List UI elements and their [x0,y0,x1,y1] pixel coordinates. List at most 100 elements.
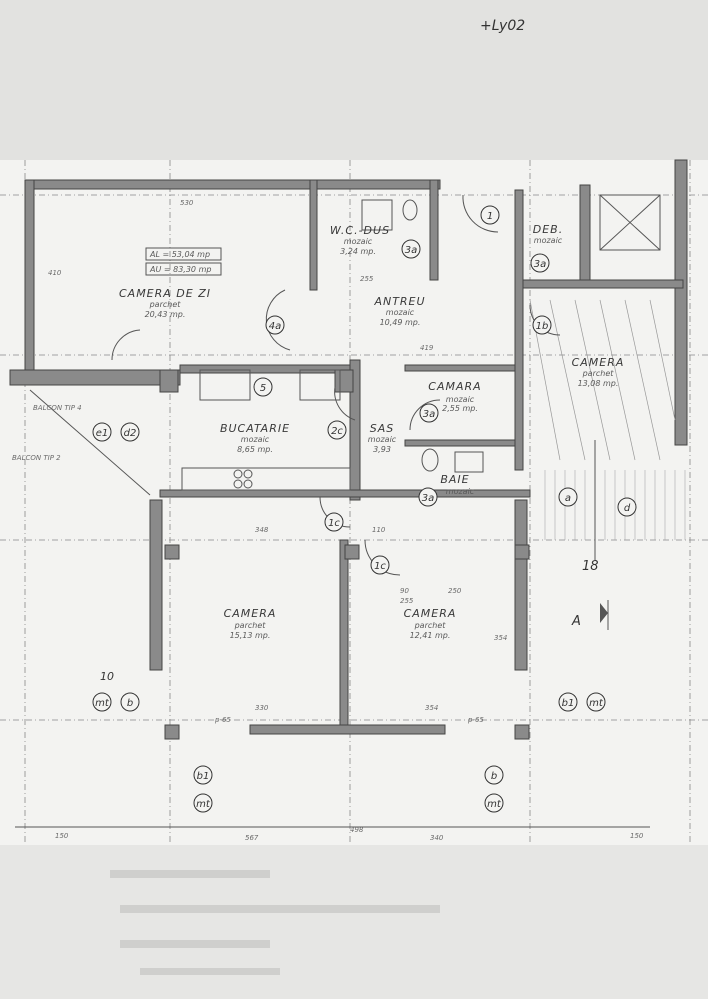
walls [9,159,688,740]
plan-label: b [491,771,497,782]
fixtures [181,199,484,491]
dimension-labels: 530 410 255 419 348 110 250 90 255 354 3… [48,199,644,842]
plan-label: CAMERA [572,356,625,369]
marker: 3a [419,403,439,423]
plan-label: SAS [370,422,395,435]
plan-label: mt [589,698,604,709]
plan-label: parchet [149,300,182,309]
plan-label: BAIE [440,473,469,486]
plan-label: 13,08 mp. [578,379,619,388]
blurred-notes [110,870,440,975]
plan-label: CAMERA [404,607,457,620]
plan-label: d2 [124,428,137,439]
marker: mt [92,692,112,712]
marker: 1b [532,315,552,335]
plan-label: BUCATARIE [220,422,290,435]
plan-label: 3a [422,493,435,504]
marker: 1c [324,512,344,532]
plan-label: 255 [360,275,374,283]
marker: 4a [265,315,285,335]
plan-label: 8,65 mp. [237,445,273,454]
plan-label: mozaic [534,236,563,245]
plan-label: mozaic [241,435,270,444]
plan-label: mt [95,698,110,709]
balcony-label-2: BALCON TIP 2 [12,454,61,462]
plan-label: W.C.-DUS [330,224,390,237]
marker: mt [586,692,606,712]
plan-label: parchet [234,621,267,630]
marker: mt [484,793,504,813]
plan-label: 10 [100,670,114,683]
marker: 3a [530,253,550,273]
plan-label: mt [196,799,211,810]
marker: b1 [558,692,578,712]
section-marker: A 18 10 [100,559,609,683]
marker: d2 [120,422,140,442]
plan-label: 3a [534,259,547,270]
marker: 1c [370,555,390,575]
marker: a [558,487,578,507]
plan-label: 5 [260,383,266,394]
plan-label: b1 [562,698,575,709]
plan-label: DEB. [533,223,563,236]
marker: 3a [418,487,438,507]
plan-label: 90 [400,587,409,595]
plan-label: 3,93 [373,445,391,454]
marker: b [484,765,504,785]
plan-label: p-65 [214,716,231,724]
plan-label: 354 [425,704,438,712]
elevator-shaft [599,194,661,251]
useful-area-au: AU = 83,30 mp [149,265,211,274]
plan-label: mozaic [446,487,475,496]
plan-label: 3a [405,245,418,256]
plan-label: 18 [582,559,599,574]
plan-label: 410 [48,269,62,277]
plan-label: b [127,698,133,709]
handwritten-annotation: +Ly02 [480,18,525,34]
plan-label: p-65 [467,716,484,724]
useful-area-al: AL = 53,04 mp [149,250,210,259]
marker: 3a [401,239,421,259]
plan-label: mozaic [368,435,397,444]
plan-label: 12,41 mp. [410,631,451,640]
marker: d [617,497,637,517]
marker: e1 [92,422,112,442]
plan-label: parchet [582,369,615,378]
plan-label: 150 [630,832,644,840]
scan-top-shade [0,0,708,160]
plan-label: mozaic [446,395,475,404]
plan-label: 250 [448,587,462,595]
scan-bottom-blur [0,845,708,999]
plan-label: 419 [420,344,434,352]
plan-label: 1c [328,518,340,529]
plan-label: parchet [414,621,447,630]
marker: 1 [480,205,500,225]
plan-label: 330 [255,704,269,712]
plan-label: CAMERA DE ZI [119,287,211,300]
plan-label: a [565,493,571,504]
plan-label: 498 [350,826,364,834]
plan-label: 3a [423,409,436,420]
plan-label: mozaic [386,308,415,317]
plan-label: e1 [96,428,109,439]
balcony-edge [29,389,151,496]
plan-label: 15,13 mp. [230,631,271,640]
plan-label: 3,24 mp. [340,247,376,256]
plan-label: 1c [374,561,386,572]
plan-label: 567 [245,834,259,842]
plan-label: 150 [55,832,69,840]
hatched-room [529,299,676,461]
plan-label: ANTREU [373,295,425,308]
marker: mt [193,793,213,813]
plan-label: 530 [180,199,194,207]
